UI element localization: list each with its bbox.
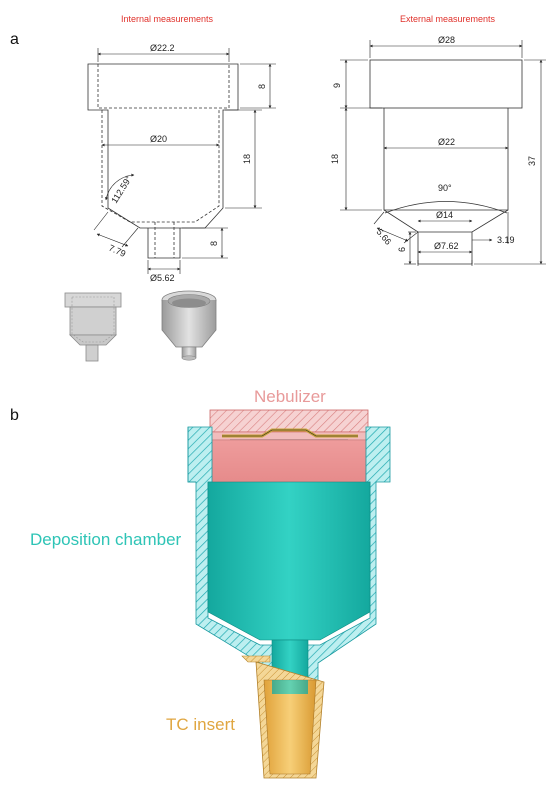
nebulizer-label: Nebulizer (254, 387, 326, 406)
render-solid-view (161, 290, 217, 361)
deposition-chamber-label: Deposition chamber (30, 530, 182, 549)
tc-insert-part (241, 655, 325, 779)
internal-h-body: 18 (242, 154, 252, 164)
external-slant: 5.66 (374, 227, 393, 247)
external-h-body: 18 (330, 154, 340, 164)
external-title: External measurements (400, 14, 496, 24)
internal-angle: 112.59° (109, 174, 134, 205)
internal-slant: 7.79 (107, 243, 127, 259)
external-d-nozzle: Ø7.62 (434, 241, 459, 251)
deposition-chamber-interior (207, 481, 371, 685)
tc-insert-label: TC insert (166, 715, 235, 734)
internal-d-nozzle: Ø5.62 (150, 273, 175, 283)
external-h-nozzle: 6 (397, 247, 407, 252)
panel-b-letter: b (10, 407, 19, 424)
external-d-top: Ø28 (438, 35, 455, 45)
external-d-body: Ø22 (438, 137, 455, 147)
render-section-view (64, 292, 122, 362)
internal-d-body: Ø20 (150, 134, 167, 144)
internal-d-top: Ø22.2 (150, 43, 175, 53)
internal-h-nozzle: 8 (209, 241, 219, 246)
external-angle: 90° (438, 183, 452, 193)
nebulizer-part (209, 409, 369, 483)
internal-title: Internal measurements (121, 14, 214, 24)
external-drawing (369, 59, 523, 265)
panel-a-letter: a (10, 31, 19, 48)
external-offset: 3.19 (497, 235, 515, 245)
internal-drawing (87, 63, 239, 259)
external-total: 37 (527, 156, 537, 166)
internal-h-top: 8 (257, 84, 267, 89)
external-h-top: 9 (332, 83, 342, 88)
external-d-cone: Ø14 (436, 210, 453, 220)
